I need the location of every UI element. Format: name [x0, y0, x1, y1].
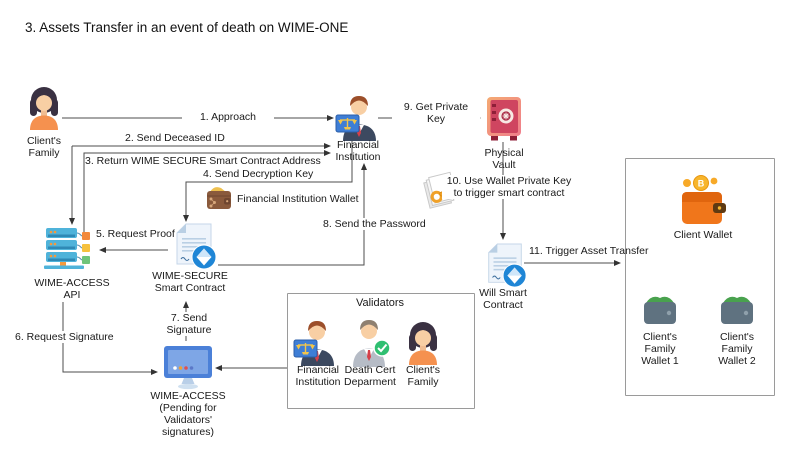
vault-icon [487, 97, 521, 141]
edge-label-1: 1. Approach [182, 111, 274, 124]
will-contract-label: Will Smart Contract [479, 287, 527, 311]
server-icon [44, 228, 90, 269]
scales-laptop-icon [293, 339, 318, 358]
validator-fi-label: Financial Institution [295, 364, 341, 388]
woman-icon [30, 87, 58, 130]
physical-vault-label: Physical Vault [484, 147, 524, 171]
fi-wallet-icon [207, 187, 231, 209]
clients-family-label: Client's Family [26, 135, 62, 159]
edge-label-7: 7. Send Signature [146, 312, 232, 337]
edge-label-8: 8. Send the Password [320, 218, 429, 231]
wime-access-pending-node [162, 344, 214, 397]
clients-family-node [26, 86, 62, 135]
wime-access-api-label: WIME-ACCESS API [34, 277, 110, 301]
family-wallet-2-node [719, 294, 755, 331]
death-cert-officer-icon [353, 320, 391, 367]
woman-icon [409, 322, 437, 365]
family-wallet-2-label: Client's Family Wallet 2 [718, 331, 756, 367]
wime-access-api-node [44, 226, 96, 281]
scales-laptop-icon [335, 114, 360, 133]
validator-clients-family [405, 321, 441, 370]
client-wallet-icon: B [682, 175, 726, 224]
family-wallet-1-label: Client's Family Wallet 1 [641, 331, 679, 367]
monitor-icon [164, 346, 212, 390]
fi-wallet-node [205, 184, 233, 217]
banker-icon [335, 96, 376, 141]
validators-title: Validators [355, 297, 405, 309]
fi-wallet-label: Financial Institution Wallet [237, 193, 359, 205]
edge-label-4: 4. Send Decryption Key [203, 168, 314, 180]
family-wallet-1-node [642, 294, 678, 331]
wime-access-pending-label: WIME-ACCESS (Pending for Validators' sig… [150, 390, 226, 438]
svg-text:B: B [698, 179, 705, 189]
financial-institution-node [335, 93, 379, 146]
family-wallet-icon [721, 296, 753, 324]
page-title: 3. Assets Transfer in an event of death … [25, 20, 349, 35]
banker-icon [293, 321, 334, 366]
client-wallet-node: B [680, 174, 726, 233]
validator-family-label: Client's Family [405, 364, 441, 388]
wime-secure-contract-label: WIME-SECURE Smart Contract [152, 270, 228, 294]
edge-label-3: 3. Return WIME SECURE Smart Contract Add… [85, 155, 321, 167]
will-contract-icon [488, 243, 527, 288]
smart-contract-icon [176, 223, 217, 270]
wime-secure-contract-node [170, 223, 218, 276]
will-contract-node [482, 243, 528, 294]
validator-death-cert [350, 317, 392, 372]
financial-institution-label: Financial Institution [335, 139, 381, 163]
validator-financial-institution [293, 318, 337, 371]
edge-label-10: 10. Use Wallet Private Key to trigger sm… [442, 175, 576, 200]
edge-label-9: 9. Get Private Key [392, 101, 480, 126]
edge-label-5: 5. Request Proof [96, 228, 175, 240]
family-wallet-icon [644, 296, 676, 324]
validator-death-cert-label: Death Cert Deparment [344, 364, 396, 388]
edge-label-6: 6. Request Signature [12, 331, 117, 344]
edge-label-11: 11. Trigger Asset Transfer [529, 245, 649, 257]
client-wallet-label: Client Wallet [673, 229, 733, 241]
edge-label-2: 2. Send Deceased ID [125, 132, 225, 144]
physical-vault-node [486, 96, 522, 147]
